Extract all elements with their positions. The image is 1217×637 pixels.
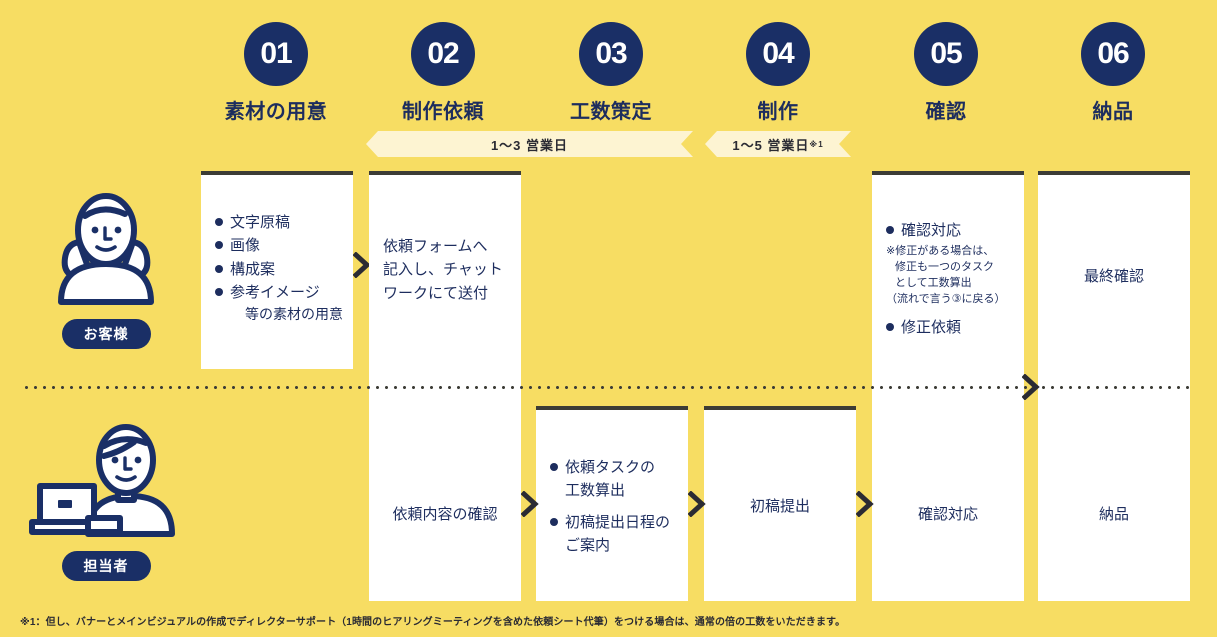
card-staff-step3: 依頼タスクの 工数算出 初稿提出日程の ご案内 — [536, 406, 688, 601]
footnote-text: ※1：但し、バナーとメインビジュアルの作成でディレクターサポート（1時間のヒアリ… — [20, 617, 846, 628]
chevron-staff-3-to-4 — [688, 491, 706, 517]
card-customer-step1: 文字原稿 画像 構成案 参考イメージ 等の素材の用意 — [201, 171, 353, 369]
card-customer-step1-bullet-2: 画像 — [215, 234, 339, 257]
staff-avatar-block: 担当者 — [20, 424, 192, 581]
card-customer-step5-bullet-1: 確認対応 — [886, 219, 1010, 242]
card-staff-step4: 初稿提出 — [704, 406, 856, 601]
step-header-03: 03 工数策定 — [546, 22, 676, 124]
card-customer-step5-bullet-2: 修正依頼 — [886, 316, 1010, 339]
step-title-02: 制作依頼 — [402, 101, 484, 123]
card-customer-step2-line-2: 記入し、チャット — [383, 261, 503, 279]
step-title-05: 確認 — [925, 101, 967, 123]
card-staff-step3-bullet-2-line-2: ご案内 — [565, 536, 611, 554]
chevron-customer-1-to-2 — [353, 252, 371, 278]
card-customer-step2-body: 依頼フォームへ 記入し、チャット ワークにて送付 — [369, 235, 521, 305]
card-staff-step2-text: 依頼内容の確認 — [392, 506, 498, 523]
card-staff-step4-body: 初稿提出 — [704, 495, 856, 518]
card-customer-step1-bullet-1: 文字原稿 — [215, 211, 339, 234]
staff-laptop-avatar-icon — [29, 424, 175, 537]
step-number-badge-05: 05 — [914, 22, 978, 86]
card-staff-step5-body: 確認対応 — [872, 503, 1024, 526]
card-customer-step2-line-3: ワークにて送付 — [383, 284, 489, 302]
card-customer-step5-note-line-3: として工数算出 — [895, 277, 972, 290]
duration-ribbon-1to5-footnote-marker: ※1 — [809, 139, 824, 149]
card-customer-step1-trailing: 等の素材の用意 — [245, 306, 343, 322]
card-staff-step2-body: 依頼内容の確認 — [369, 503, 521, 526]
staff-role-badge: 担当者 — [61, 551, 151, 581]
step-header-02: 02 制作依頼 — [378, 22, 508, 124]
role-divider-line — [22, 386, 1195, 389]
card-staff-step4-text: 初稿提出 — [749, 498, 810, 515]
chevron-customer-5-to-6 — [1022, 374, 1040, 400]
step-number-badge-06: 06 — [1081, 22, 1145, 86]
step-title-06: 納品 — [1092, 101, 1134, 123]
card-customer-step6-text: 最終確認 — [1083, 268, 1144, 285]
step-header-01: 01 素材の用意 — [211, 22, 341, 124]
step-header-04: 04 制作 — [713, 22, 843, 124]
card-customer-step5-note-line-4: （流れで言う③に戻る） — [886, 293, 1006, 306]
card-customer-step5-note: ※修正がある場合は、 修正も一つのタスク として工数算出 （流れで言う③に戻る） — [886, 244, 1010, 308]
duration-ribbon-1to3: 1〜3 営業日 — [366, 131, 693, 157]
step-title-04: 制作 — [757, 101, 799, 123]
card-customer-step1-body: 文字原稿 画像 構成案 参考イメージ 等の素材の用意 — [201, 211, 353, 326]
card-customer-step5-note-line-2: 修正も一つのタスク — [895, 261, 994, 274]
card-customer-step1-bullet-4: 参考イメージ — [215, 281, 339, 304]
chevron-staff-4-to-5 — [856, 491, 874, 517]
card-customer-step5-body: 確認対応 ※修正がある場合は、 修正も一つのタスク として工数算出 （流れで言う… — [872, 219, 1024, 339]
card-customer-step2-line-1: 依頼フォームへ — [383, 238, 488, 255]
card-staff-step6-body: 納品 — [1038, 503, 1190, 526]
step-number-badge-02: 02 — [411, 22, 475, 86]
card-staff-step3-body: 依頼タスクの 工数算出 初稿提出日程の ご案内 — [536, 456, 688, 557]
card-staff-step6-text: 納品 — [1098, 506, 1129, 523]
customer-role-badge: お客様 — [61, 319, 151, 349]
duration-ribbon-1to5: 1〜5 営業日※1 — [705, 131, 851, 157]
card-staff-step3-bullet-1-line-1: 依頼タスクの — [550, 456, 674, 479]
step-number-badge-03: 03 — [579, 22, 643, 86]
customer-avatar-block: お客様 — [20, 190, 192, 349]
step-header-06: 06 納品 — [1048, 22, 1178, 124]
duration-ribbon-1to5-text: 1〜5 営業日 — [732, 137, 810, 153]
step-title-01: 素材の用意 — [224, 101, 328, 123]
card-customer-step5-note-line-1: ※修正がある場合は、 — [886, 245, 995, 258]
card-customer-step6-body: 最終確認 — [1038, 265, 1190, 288]
duration-ribbon-1to3-text: 1〜3 営業日 — [490, 137, 569, 153]
step-title-03: 工数策定 — [570, 101, 652, 123]
card-staff-step3-bullet-1-line-2: 工数算出 — [565, 482, 626, 500]
chevron-staff-2-to-3 — [521, 491, 539, 517]
card-staff-step5-text: 確認対応 — [917, 506, 978, 523]
step-number-badge-04: 04 — [746, 22, 810, 86]
card-customer-step1-bullet-3: 構成案 — [215, 258, 339, 281]
customer-avatar-icon — [58, 193, 154, 305]
card-staff-step3-bullet-2-line-1: 初稿提出日程の — [550, 511, 674, 534]
step-header-05: 05 確認 — [881, 22, 1011, 124]
step-number-badge-01: 01 — [244, 22, 308, 86]
